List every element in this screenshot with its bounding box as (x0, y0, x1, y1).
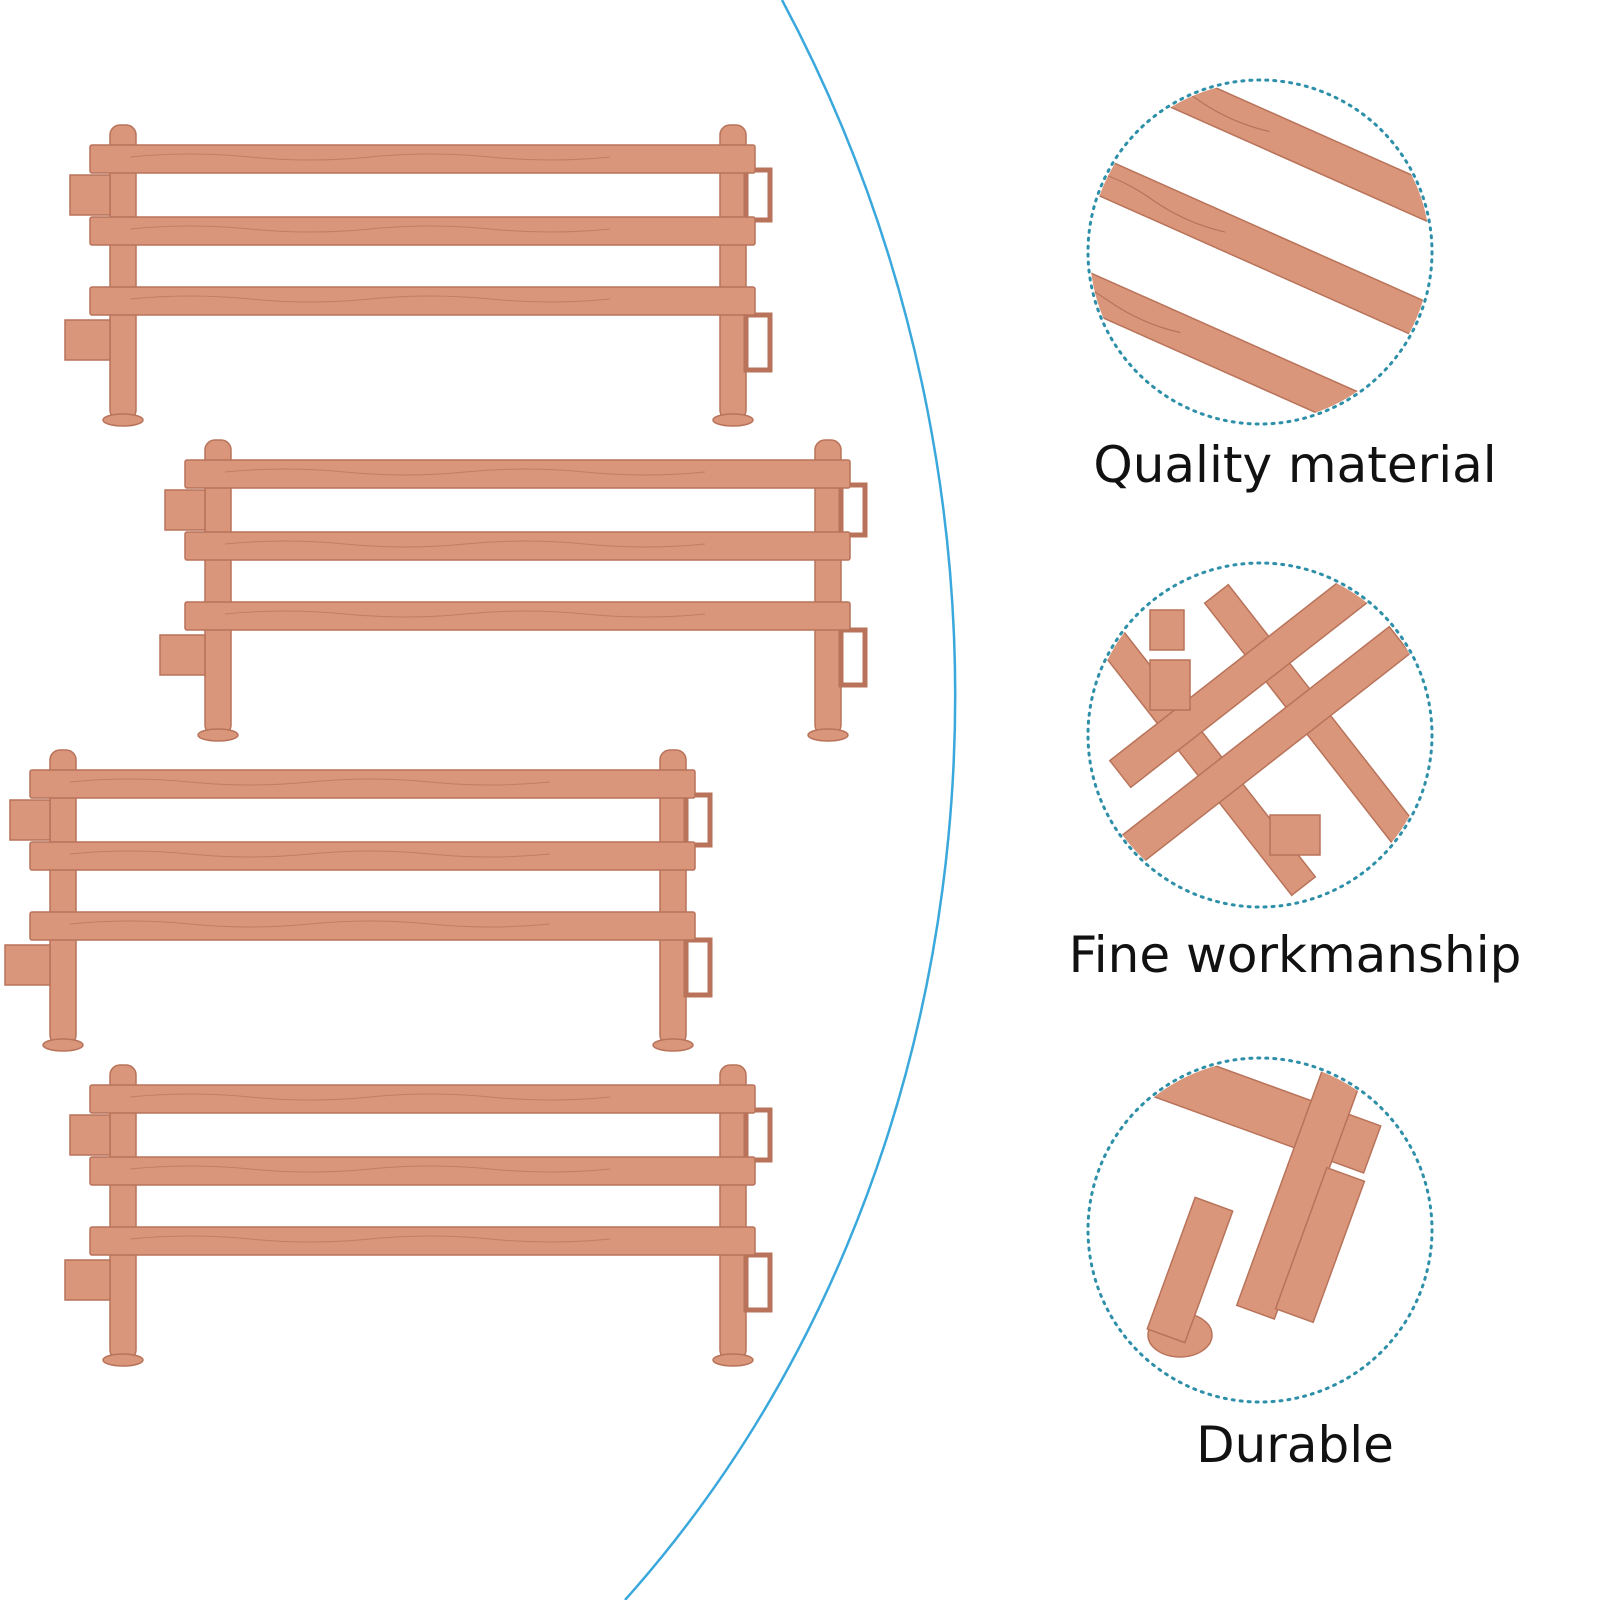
fence-clip (159, 634, 206, 676)
fence-rail (184, 601, 851, 631)
fence-section (64, 124, 773, 427)
fence-hook (743, 1107, 773, 1163)
caption-quality-material: Quality material (1093, 436, 1497, 494)
fence-rail (29, 769, 696, 799)
wood-grain (129, 295, 611, 303)
fence-clip (164, 489, 206, 531)
caption-fine-workmanship: Fine workmanship (1068, 926, 1522, 984)
wood-grain (224, 540, 706, 548)
fence-post-base (102, 413, 144, 427)
wood-grain (129, 1165, 611, 1173)
divider-arc (624, 0, 957, 1600)
wood-grain (129, 153, 611, 161)
fence-section (64, 1064, 773, 1367)
wood-grain (129, 225, 611, 233)
fence-rail (29, 841, 696, 871)
wood-grain (69, 778, 551, 786)
fence-rail (29, 911, 696, 941)
fence-clip (69, 174, 111, 216)
fence-clip (69, 1114, 111, 1156)
fence-rail (89, 1156, 756, 1186)
wood-grain (224, 468, 706, 476)
dotted-circle-border (1086, 1056, 1434, 1404)
feature-circle-1 (1086, 78, 1434, 426)
fence-post-base (807, 728, 849, 742)
fence-rail (89, 1226, 756, 1256)
fence-clip (9, 799, 51, 841)
fence-sections (4, 124, 868, 1367)
fence-rail (89, 144, 756, 174)
wood-grain (69, 850, 551, 858)
feature-circle-2 (1086, 561, 1434, 909)
fence-post-base (712, 413, 754, 427)
wood-grain (129, 1093, 611, 1101)
fence-post-base (42, 1038, 84, 1052)
wood-grain (69, 920, 551, 928)
caption-durable: Durable (1196, 1416, 1394, 1474)
fence-clip (4, 944, 51, 986)
fence-rail (89, 1084, 756, 1114)
fence-rail (184, 531, 851, 561)
fence-post-base (197, 728, 239, 742)
fence-clip (64, 1259, 111, 1301)
wood-grain (224, 610, 706, 618)
dotted-circle-border (1086, 561, 1434, 909)
fence-post-base (652, 1038, 694, 1052)
fence-post-base (102, 1353, 144, 1367)
fence-hook (683, 792, 713, 848)
fence-rail (89, 216, 756, 246)
fence-hook (838, 482, 868, 538)
fence-hook (743, 1252, 773, 1313)
wood-grain (129, 1235, 611, 1243)
feature-circle-3 (1086, 1056, 1434, 1404)
fence-section (159, 439, 868, 742)
fence-hook (683, 937, 713, 998)
fence-hook (743, 167, 773, 223)
fence-hook (838, 627, 868, 688)
fence-rail (184, 459, 851, 489)
fence-clip (64, 319, 111, 361)
fence-post-base (712, 1353, 754, 1367)
fence-section (4, 749, 713, 1052)
fence-rail (89, 286, 756, 316)
dotted-circle-border (1086, 78, 1434, 426)
fence-hook (743, 312, 773, 373)
